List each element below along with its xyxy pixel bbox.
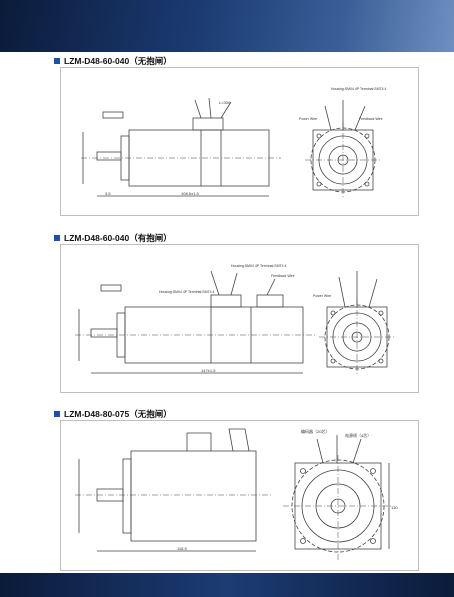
section-title-2: LZM-D48-60-040（有抱闸） <box>54 232 172 244</box>
motor-drawing-2: Housing:SM04 4P Terminal:SMT4 4 Feedback… <box>75 264 395 375</box>
side-conn-label-1: L=300 <box>219 100 231 105</box>
motor-drawing-1: L=300 108.5±1.5 3.5 Housing:SM04 4P Term… <box>81 87 387 198</box>
footer-banner <box>0 573 454 597</box>
side-dim-total-3: 118.5 <box>177 546 187 551</box>
front-wire-power-2: Power Wire <box>313 294 331 298</box>
motor-drawing-3: 118.5 编码器（20芯） 电源线（4芯） 130 <box>75 428 398 561</box>
front-label-b-3: 电源线（4芯） <box>345 432 371 438</box>
front-wire-power-1: Power Wire <box>299 117 317 121</box>
front-conn-label-1: Housing:SM04 4P Terminal:SMT4 4 <box>331 87 387 91</box>
bullet-square-icon <box>54 234 60 241</box>
drawing-frame-1: L=300 108.5±1.5 3.5 Housing:SM04 4P Term… <box>60 67 419 216</box>
side-wire-brake-2: Feedback Wire <box>271 274 295 278</box>
front-label-a-3: 编码器（20芯） <box>301 428 329 434</box>
drawing-frame-2: Housing:SM04 4P Terminal:SMT4 4 Feedback… <box>60 244 419 393</box>
front-wire-feedback-1: Feedback Wire <box>359 117 383 121</box>
front-dim-side-3: 130 <box>391 505 398 510</box>
drawing-frame-3: 118.5 编码器（20芯） 电源线（4芯） 130 <box>60 420 419 571</box>
side-conn-power-2: Housing:SM04 4P Terminal:SMT4 4 <box>159 290 215 294</box>
section-title-3: LZM-D48-80-075（无抱闸） <box>54 408 172 420</box>
bullet-square-icon <box>54 410 60 417</box>
side-dim-total-1: 108.5±1.5 <box>181 191 200 196</box>
header-banner <box>0 0 454 52</box>
side-dim-len-1: 3.5 <box>105 191 111 196</box>
side-conn-brake-2: Housing:SM04 4P Terminal:SMT4 4 <box>231 264 287 268</box>
bullet-square-icon <box>54 57 60 64</box>
section-title-1: LZM-D48-60-040（无抱闸） <box>54 55 172 67</box>
side-dim-total-2: 147±1.5 <box>201 368 216 373</box>
